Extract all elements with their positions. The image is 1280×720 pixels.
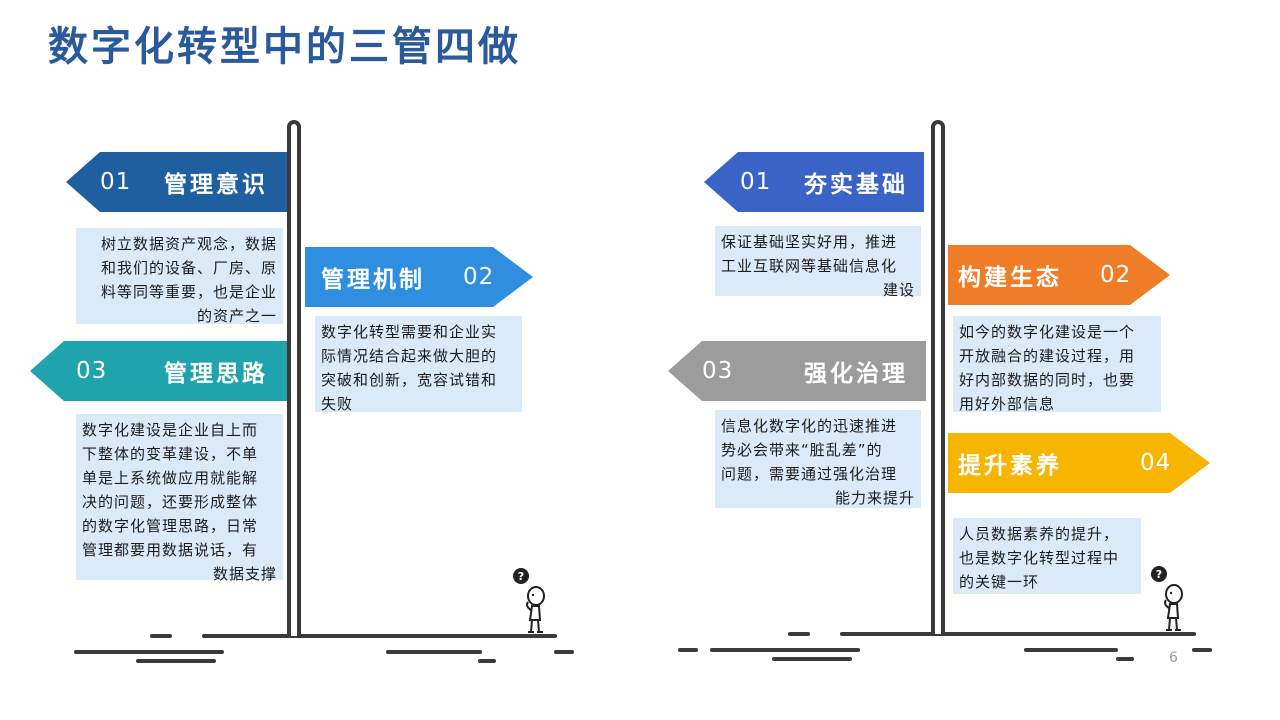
desc-management-thinking: 数字化建设是企业自上而 下整体的变革建设，不单 单是上系统做应用就能解 决的问题…	[76, 414, 283, 583]
desc-line: 数字化转型需要和企业实	[321, 323, 498, 341]
desc-line: 人员数据素养的提升，	[959, 525, 1120, 543]
sign-management-mechanism: 管理机制 02	[305, 247, 533, 307]
ground-line	[74, 650, 224, 654]
desc-line: 突破和创新，宽容试错和	[321, 371, 498, 389]
desc-line: 数据支撑	[212, 565, 277, 583]
desc-line: 和我们的设备、厂房、原	[100, 259, 277, 277]
ground-line	[150, 634, 172, 638]
desc-line: 问题，需要通过强化治理	[721, 465, 898, 483]
page-title: 数字化转型中的三管四做	[48, 24, 521, 70]
sign-label: 提升素养	[958, 453, 1062, 479]
svg-text:?: ?	[518, 570, 524, 583]
ground-line	[136, 659, 216, 663]
ground-line	[678, 648, 698, 652]
desc-line: 工业互联网等基础信息化	[721, 257, 898, 275]
page-number: 6	[1169, 650, 1178, 666]
sign-label: 强化治理	[804, 361, 908, 387]
right-signpost-pole	[931, 120, 945, 634]
sign-label: 管理思路	[164, 361, 268, 387]
ground-line	[1024, 648, 1118, 652]
desc-line: 用好外部信息	[959, 395, 1056, 413]
sign-label: 夯实基础	[804, 172, 908, 198]
desc-strengthen-governance: 信息化数字化的迅速推进 势必会带来“脏乱差”的 问题，需要通过强化治理 能力来提…	[715, 410, 921, 508]
desc-line: 信息化数字化的迅速推进	[721, 417, 898, 435]
sign-label: 构建生态	[958, 265, 1062, 291]
sign-number: 04	[1140, 450, 1172, 476]
sign-improve-literacy: 提升素养 04	[948, 433, 1210, 493]
ground-line	[386, 650, 482, 654]
sign-management-awareness: 01 管理意识	[66, 152, 288, 212]
desc-management-awareness: 树立数据资产观念，数据 和我们的设备、厂房、原 料等同等重要，也是企业 的资产之…	[76, 228, 283, 325]
desc-line: 好内部数据的同时，也要	[959, 371, 1136, 389]
sign-label: 管理意识	[164, 172, 268, 198]
ground-line	[1116, 657, 1134, 661]
desc-line: 建设	[882, 281, 915, 299]
ground-line	[1192, 648, 1212, 652]
desc-line: 也是数字化转型过程中	[959, 549, 1120, 567]
sign-number: 02	[1100, 262, 1132, 288]
desc-line: 如今的数字化建设是一个	[959, 323, 1136, 341]
desc-line: 势必会带来“脏乱差”的	[721, 441, 883, 459]
desc-line: 失败	[321, 395, 354, 413]
desc-line: 料等同等重要，也是企业	[100, 283, 277, 301]
desc-management-mechanism: 数字化转型需要和企业实 际情况结合起来做大胆的 突破和创新，宽容试错和 失败	[315, 316, 522, 413]
desc-solid-foundation: 保证基础坚实好用，推进 工业互联网等基础信息化 建设	[715, 226, 921, 299]
sign-number: 01	[100, 169, 132, 195]
ground-line	[202, 634, 557, 638]
desc-build-ecosystem: 如今的数字化建设是一个 开放融合的建设过程，用 好内部数据的同时，也要 用好外部…	[953, 316, 1161, 413]
desc-line: 单是上系统做应用就能解	[82, 469, 259, 487]
desc-line: 开放融合的建设过程，用	[959, 347, 1136, 365]
ground-line	[710, 648, 860, 652]
sign-strengthen-governance: 03 强化治理	[668, 341, 926, 401]
sign-number: 03	[702, 358, 734, 384]
desc-line: 决的问题，还要形成整体	[82, 493, 259, 511]
sign-number: 01	[740, 169, 772, 195]
desc-line: 下整体的变革建设，不单	[82, 445, 259, 463]
ground-line	[772, 657, 852, 661]
ground-line	[554, 650, 574, 654]
sign-management-thinking: 03 管理思路	[30, 341, 288, 401]
left-signpost-pole	[287, 120, 301, 636]
ground-line	[788, 632, 810, 636]
thinking-person-icon: ?	[513, 568, 545, 633]
desc-line: 的数字化管理思路，日常	[82, 517, 259, 535]
desc-line: 管理都要用数据说话，有	[82, 541, 259, 559]
thinking-person-icon: ?	[1151, 566, 1183, 631]
desc-line: 的资产之一	[196, 307, 277, 325]
sign-label: 管理机制	[321, 267, 425, 293]
ground-line	[478, 659, 496, 663]
desc-line: 际情况结合起来做大胆的	[321, 347, 498, 365]
sign-number: 03	[76, 358, 108, 384]
desc-line: 保证基础坚实好用，推进	[721, 233, 898, 251]
desc-line: 的关键一环	[959, 573, 1040, 591]
sign-build-ecosystem: 构建生态 02	[948, 245, 1170, 305]
sign-solid-foundation: 01 夯实基础	[704, 152, 924, 212]
desc-line: 树立数据资产观念，数据	[100, 235, 277, 253]
svg-text:?: ?	[1156, 568, 1162, 581]
ground-line	[840, 632, 1196, 636]
sign-number: 02	[463, 264, 495, 290]
desc-line: 能力来提升	[834, 489, 915, 507]
desc-line: 数字化建设是企业自上而	[82, 421, 259, 439]
desc-improve-literacy: 人员数据素养的提升， 也是数字化转型过程中 的关键一环	[953, 518, 1141, 594]
